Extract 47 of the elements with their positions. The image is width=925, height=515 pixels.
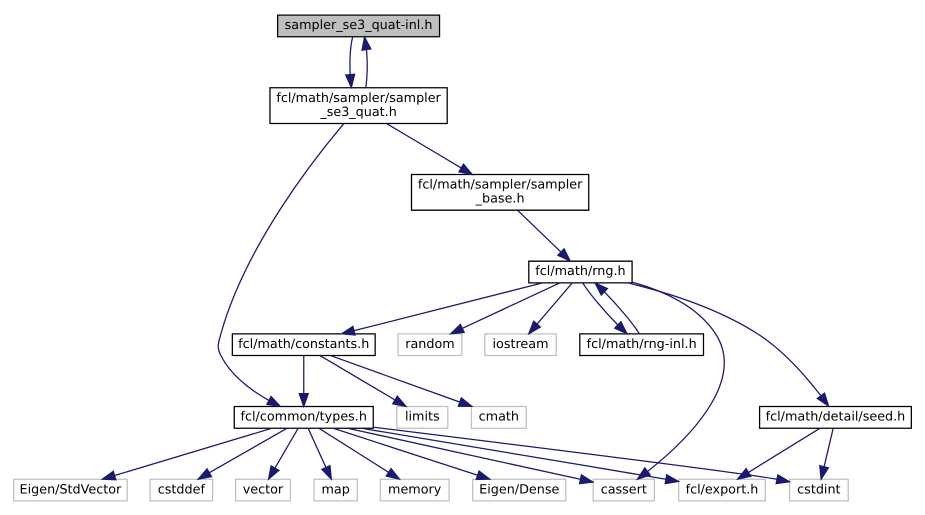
arrow xyxy=(582,282,628,335)
node-box: sampler_se3_quat-inl.h xyxy=(276,14,440,37)
node-box: cassert xyxy=(592,478,656,502)
arrow xyxy=(528,282,573,335)
arrow xyxy=(330,354,474,407)
arrow xyxy=(632,281,725,480)
node-box: vector xyxy=(234,478,291,502)
arrow xyxy=(448,282,560,334)
node-box: map xyxy=(313,478,358,502)
arrow xyxy=(361,427,680,484)
node-box: cmath xyxy=(470,405,527,428)
arrow xyxy=(594,281,640,334)
arrow xyxy=(386,122,474,175)
arrow xyxy=(298,355,310,408)
arrow xyxy=(347,427,595,484)
node-box: Eigen/Dense xyxy=(472,478,566,502)
arrow xyxy=(361,34,372,87)
node-box: Eigen/StdVector xyxy=(13,478,128,502)
arrow xyxy=(218,122,344,407)
node-box: fcl/math/sampler/sampler _se3_quat.h xyxy=(269,86,448,124)
arrow xyxy=(196,427,288,480)
arrow xyxy=(308,428,332,480)
arrow xyxy=(374,426,792,484)
arrow xyxy=(100,427,272,480)
node-box: fcl/math/rng-inl.h xyxy=(579,332,704,356)
arrow xyxy=(344,36,356,89)
arrow xyxy=(340,282,543,336)
arrow xyxy=(320,354,408,407)
arrow xyxy=(318,427,402,480)
arrow xyxy=(736,427,820,480)
node-box: fcl/math/rng.h xyxy=(528,260,633,283)
node-box: cstdint xyxy=(788,478,849,502)
node-box: fcl/math/constants.h xyxy=(232,332,376,356)
node-box: iostream xyxy=(484,332,557,356)
node-box: fcl/export.h xyxy=(678,478,766,502)
node-box: fcl/math/sampler/sampler _base.h xyxy=(410,173,590,210)
arrow xyxy=(333,427,492,480)
arrow xyxy=(628,282,830,408)
node-box: limits xyxy=(396,405,448,428)
node-box: random xyxy=(397,332,462,356)
node-box: fcl/math/detail/seed.h xyxy=(758,405,912,428)
arrow xyxy=(819,428,834,480)
node-box: cstddef xyxy=(149,478,214,502)
arrow xyxy=(517,209,572,262)
node-box: memory xyxy=(380,478,450,502)
arrow xyxy=(268,428,299,480)
node-box: fcl/common/types.h xyxy=(234,405,374,428)
